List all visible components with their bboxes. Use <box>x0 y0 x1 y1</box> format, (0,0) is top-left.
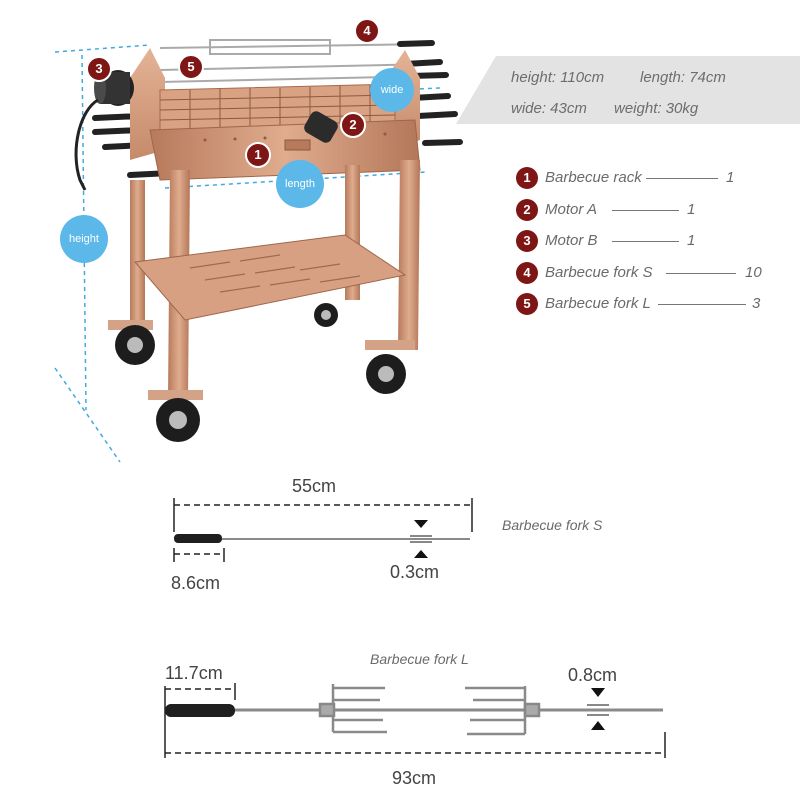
part-item: 3 Motor B 1 <box>516 230 776 252</box>
part-leader-line <box>666 273 736 274</box>
part-number: 3 <box>516 230 538 252</box>
part-leader-line <box>646 178 718 179</box>
marker-4: 4 <box>354 18 380 44</box>
part-item: 4 Barbecue fork S 10 <box>516 262 776 284</box>
part-item: 5 Barbecue fork L 3 <box>516 293 776 315</box>
height-bubble: height <box>60 215 108 263</box>
marker-5: 5 <box>178 54 204 80</box>
part-name: Motor A <box>545 201 597 218</box>
part-leader-line <box>658 304 746 305</box>
part-number: 2 <box>516 199 538 221</box>
fork-l-diameter: 0.8cm <box>568 665 618 685</box>
marker-3: 3 <box>86 56 112 82</box>
part-item: 2 Motor A 1 <box>516 199 776 221</box>
part-name: Barbecue fork S <box>545 264 653 281</box>
part-name: Barbecue fork L <box>545 295 651 312</box>
part-qty: 3 <box>752 295 761 312</box>
fork-s-handle <box>174 534 222 543</box>
fork-l-caption: Barbecue fork L <box>370 651 469 667</box>
fork-s-caption: Barbecue fork S <box>502 517 603 533</box>
wheels <box>108 303 415 442</box>
spec-wide: wide: 43cm <box>511 100 587 117</box>
spec-length: length: 74cm <box>640 69 726 86</box>
marker-1: 1 <box>245 142 271 168</box>
part-leader-line <box>612 210 679 211</box>
part-number: 1 <box>516 167 538 189</box>
fork-s-length: 55cm <box>292 476 337 496</box>
length-bubble: length <box>276 160 324 208</box>
fork-s-handle-length: 8.6cm <box>171 573 221 593</box>
part-number: 4 <box>516 262 538 284</box>
marker-2: 2 <box>340 112 366 138</box>
fork-l-prongs <box>318 684 541 736</box>
part-number: 5 <box>516 293 538 315</box>
part-name: Barbecue rack <box>545 169 642 186</box>
fork-l-handle <box>165 704 235 717</box>
spec-banner <box>456 56 800 124</box>
fork-s-diagram <box>173 498 473 562</box>
fork-l-handle-length: 11.7cm <box>165 663 223 683</box>
part-qty: 1 <box>687 232 696 249</box>
part-leader-line <box>612 241 679 242</box>
part-qty: 10 <box>745 264 762 281</box>
part-qty: 1 <box>726 169 735 186</box>
part-name: Motor B <box>545 232 598 249</box>
fork-l-length: 93cm <box>392 768 437 788</box>
spec-weight: weight: 30kg <box>614 100 699 117</box>
wide-bubble: wide <box>370 68 414 112</box>
part-qty: 1 <box>687 201 696 218</box>
fork-s-diameter: 0.3cm <box>390 562 440 582</box>
spec-height: height: 110cm <box>511 69 605 86</box>
part-item: 1 Barbecue rack 1 <box>516 167 776 189</box>
fork-l-diagram <box>164 683 666 758</box>
